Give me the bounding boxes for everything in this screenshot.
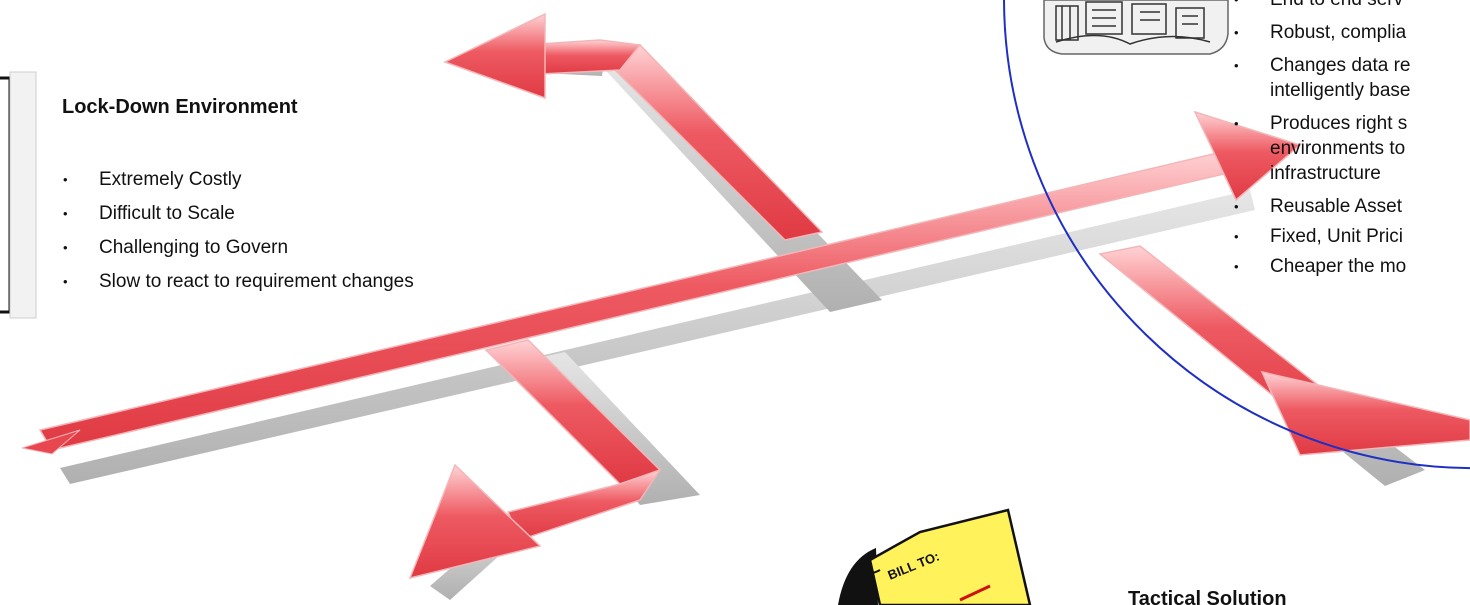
list-item: Slow to react to requirement changes [63,265,414,299]
list-item: Fixed, Unit Prici [1234,224,1411,249]
list-item: Produces right s environments to infrast… [1234,111,1411,186]
building-icon [1043,0,1229,55]
arrow-right-branch [1098,245,1470,456]
list-item: End to end serv [1234,0,1411,12]
list-item: Changes data re intelligently base [1234,53,1411,103]
list-item: Extremely Costly [63,163,414,197]
list-item: Cheaper the mo [1234,254,1411,279]
list-item: Challenging to Govern [63,231,414,265]
lock-down-bullets: Extremely Costly Difficult to Scale Chal… [63,163,414,299]
list-item: Robust, complia [1234,20,1411,45]
benefit-bullets: End to end serv Robust, complia Changes … [1234,0,1411,284]
tactical-heading: Tactical Solution [1128,588,1287,605]
list-item: Difficult to Scale [63,197,414,231]
highlight-circle [1003,0,1470,470]
list-item: Reusable Asset [1234,194,1411,219]
lock-down-heading: Lock-Down Environment [62,96,298,118]
arrow-upper-branch [443,12,824,241]
left-clipart [0,71,37,319]
arrow-lower-branch [408,339,662,580]
bill-note: BILL TO: [838,508,1032,605]
